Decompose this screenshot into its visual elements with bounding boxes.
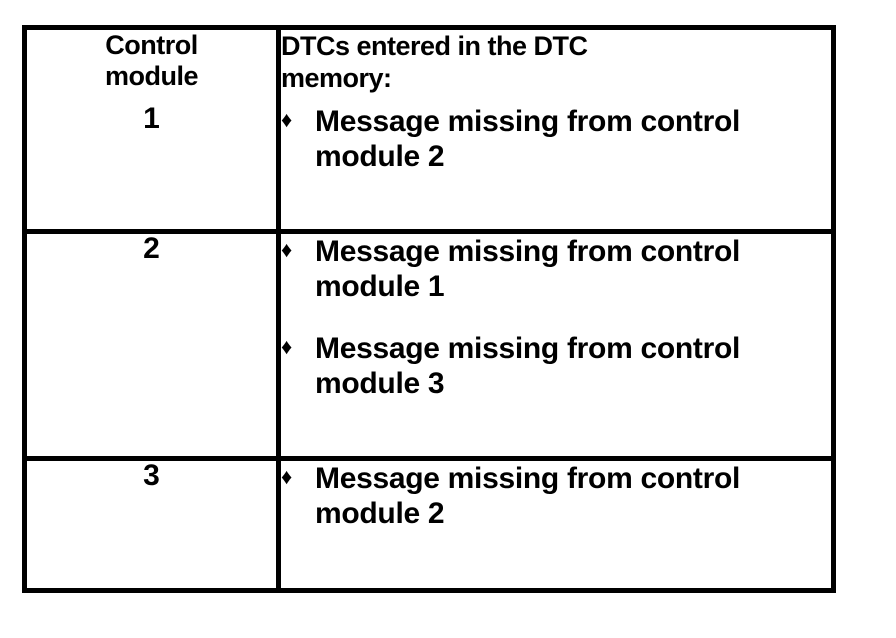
diamond-bullet-icon: ♦: [281, 464, 292, 489]
column-header-dtcs-entered: DTCs entered in the DTC memory:: [278, 27, 834, 104]
diamond-bullet-icon: ♦: [281, 237, 292, 262]
dtc-text: Message missing from control module 3: [315, 331, 741, 401]
dtc-list: ♦ Message missing from control module 1 …: [281, 234, 831, 402]
control-module-number: 1: [24, 103, 281, 232]
table-row: 3 ♦ Message missing from control module …: [24, 456, 834, 591]
control-module-number: 3: [24, 456, 281, 591]
dtc-memory-table: Control module DTCs entered in the DTC m…: [22, 25, 836, 593]
list-item: ♦ Message missing from control module 3: [281, 331, 831, 402]
control-module-number: 2: [24, 229, 281, 459]
dtc-list: ♦ Message missing from control module 2: [281, 104, 831, 175]
column-header-dtcs-entered-line2: memory:: [281, 63, 392, 94]
dtc-list-cell: ♦ Message missing from control module 2: [278, 103, 834, 232]
table-body: 1 ♦ Message missing from control module …: [24, 103, 834, 591]
diamond-bullet-icon: ♦: [281, 106, 292, 132]
list-item: ♦ Message missing from control module 2: [281, 104, 831, 175]
table-row: 1 ♦ Message missing from control module …: [24, 103, 834, 232]
table-header: Control module DTCs entered in the DTC m…: [24, 27, 834, 104]
diamond-bullet-icon: ♦: [281, 333, 292, 359]
dtc-text: Message missing from control module 1: [315, 235, 741, 304]
dtc-text: Message missing from control module 2: [315, 104, 741, 173]
header-row: Control module DTCs entered in the DTC m…: [24, 27, 834, 104]
dtc-list-cell: ♦ Message missing from control module 1 …: [278, 229, 834, 459]
dtc-list-cell: ♦ Message missing from control module 2: [278, 456, 834, 591]
column-header-control-module: Control module: [24, 27, 281, 104]
dtc-list: ♦ Message missing from control module 2: [281, 461, 831, 532]
column-header-control-module-line1: Control: [105, 30, 198, 60]
column-header-dtcs-entered-line1: DTCs entered in the DTC: [281, 31, 588, 61]
list-item: ♦ Message missing from control module 1: [281, 234, 831, 305]
list-item: ♦ Message missing from control module 2: [281, 461, 831, 532]
column-header-control-module-line2: module: [104, 61, 199, 92]
table-row: 2 ♦ Message missing from control module …: [24, 229, 834, 459]
dtc-text: Message missing from control module 2: [315, 462, 741, 531]
